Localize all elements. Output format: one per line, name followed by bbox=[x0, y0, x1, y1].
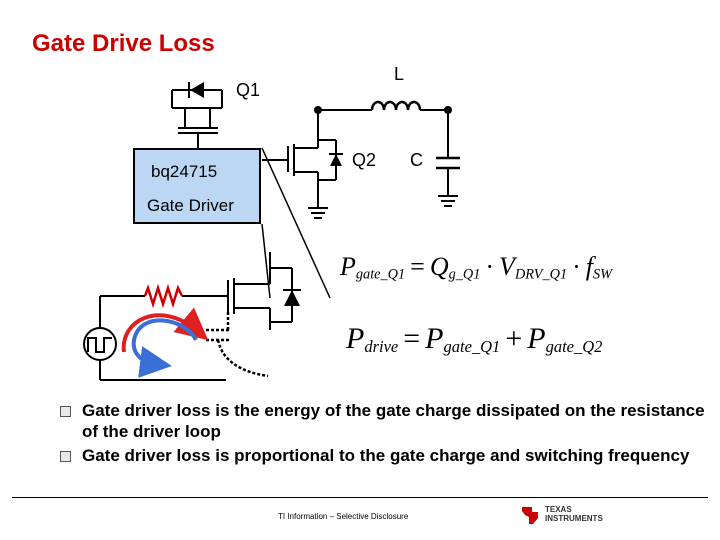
pulse-source bbox=[83, 327, 117, 361]
q1-transistor bbox=[171, 89, 223, 148]
zoom-guide-right bbox=[261, 147, 331, 299]
drive-loss-equation: Pdrive=Pgate_Q1+Pgate_Q2 bbox=[346, 322, 603, 357]
power-wiring bbox=[317, 109, 449, 158]
footer-divider bbox=[12, 497, 708, 498]
q2-body-diode bbox=[330, 154, 342, 166]
gate-loss-equation: Pgate_Q1=Qg_Q1·VDRV_Q1·fSW bbox=[340, 252, 613, 283]
driver-loop bbox=[99, 252, 293, 381]
q1-body-diode bbox=[190, 82, 204, 98]
pulse-waveform-icon bbox=[87, 337, 112, 353]
inductor-label: L bbox=[394, 64, 405, 84]
zoom-guide-left bbox=[261, 223, 271, 299]
discharge-arrow bbox=[131, 318, 198, 378]
capacitor-label: C bbox=[410, 150, 423, 170]
bullet-item: Gate driver loss is the energy of the ga… bbox=[56, 400, 706, 442]
q2-ground bbox=[308, 207, 328, 219]
driver-chip-name: bq24715 bbox=[151, 162, 218, 181]
bullet-list: Gate driver loss is the energy of the ga… bbox=[56, 400, 706, 469]
detail-body-diode bbox=[284, 290, 300, 306]
output-node-dot bbox=[444, 106, 452, 114]
footer-disclosure: TI Information – Selective Disclosure bbox=[278, 512, 409, 521]
gate-driver-block: bq24715 Gate Driver bbox=[133, 148, 261, 224]
bullet-item: Gate driver loss is proportional to the … bbox=[56, 445, 706, 466]
charge-arrow bbox=[121, 307, 209, 353]
page-title: Gate Drive Loss bbox=[32, 30, 215, 57]
switch-node-dot bbox=[314, 106, 322, 114]
q1-label: Q1 bbox=[236, 80, 261, 100]
driver-label: Gate Driver bbox=[147, 196, 234, 215]
q2-transistor bbox=[262, 139, 337, 208]
gate-capacitance-dashed bbox=[206, 312, 269, 378]
q2-label: Q2 bbox=[352, 150, 377, 170]
driver-resistor bbox=[143, 283, 184, 309]
capacitor-ground bbox=[438, 195, 458, 207]
ti-logo-wordmark: TEXAS INSTRUMENTS bbox=[545, 505, 603, 523]
bullet-box-icon bbox=[60, 451, 71, 462]
capacitor bbox=[436, 156, 460, 196]
bullet-box-icon bbox=[60, 406, 71, 417]
inductor-coil bbox=[370, 100, 422, 111]
ti-logo-icon bbox=[522, 507, 538, 524]
